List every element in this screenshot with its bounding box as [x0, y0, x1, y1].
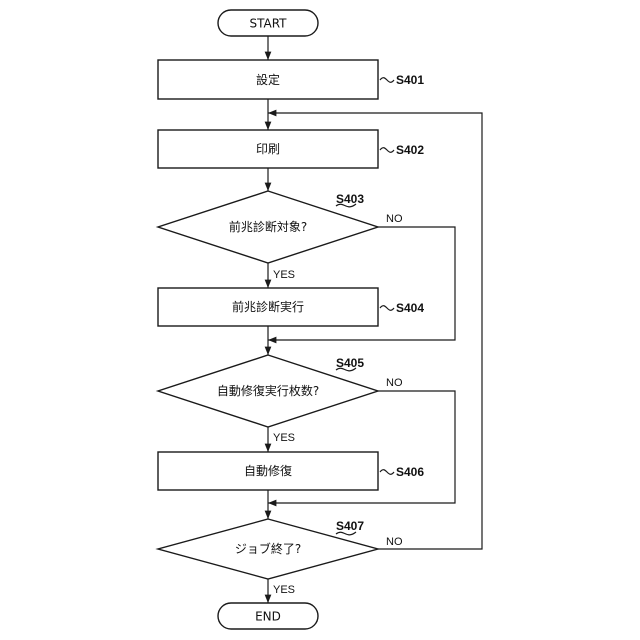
- step-id-s401: S401: [396, 73, 424, 87]
- branch-s403-no: NO: [386, 213, 403, 225]
- branch-s403-yes: YES: [273, 269, 295, 281]
- step-id-s406: S406: [396, 465, 424, 479]
- process-s406-label: 自動修復: [244, 463, 292, 478]
- decision-s403-label: 前兆診断対象?: [229, 219, 307, 234]
- branch-s407-yes: YES: [273, 584, 295, 596]
- start-label: START: [249, 17, 287, 31]
- end-label: END: [255, 610, 281, 624]
- process-s401-label: 設定: [256, 72, 280, 87]
- start-terminal: START: [218, 10, 318, 36]
- process-s402: 印刷: [158, 130, 378, 168]
- end-terminal: END: [218, 603, 318, 629]
- process-s404: 前兆診断実行: [158, 288, 378, 326]
- step-id-s405: S405: [336, 356, 364, 370]
- branch-s405-yes: YES: [273, 432, 295, 444]
- process-s401: 設定: [158, 60, 378, 99]
- branch-s407-no: NO: [386, 536, 403, 548]
- step-tag-s404-leader: [380, 306, 394, 311]
- decision-s405-label: 自動修復実行枚数?: [217, 383, 319, 398]
- branch-s405-no: NO: [386, 377, 403, 389]
- step-tag-s406-leader: [380, 470, 394, 475]
- step-tag-s401-leader: [380, 78, 394, 83]
- process-s402-label: 印刷: [256, 142, 280, 156]
- step-tag-s402-leader: [380, 148, 394, 153]
- process-s404-label: 前兆診断実行: [232, 299, 304, 314]
- decision-s407-label: ジョブ終了?: [235, 541, 301, 556]
- step-id-s404: S404: [396, 301, 424, 315]
- step-id-s407: S407: [336, 519, 364, 533]
- step-id-s403: S403: [336, 192, 364, 206]
- step-id-s402: S402: [396, 143, 424, 157]
- process-s406: 自動修復: [158, 452, 378, 490]
